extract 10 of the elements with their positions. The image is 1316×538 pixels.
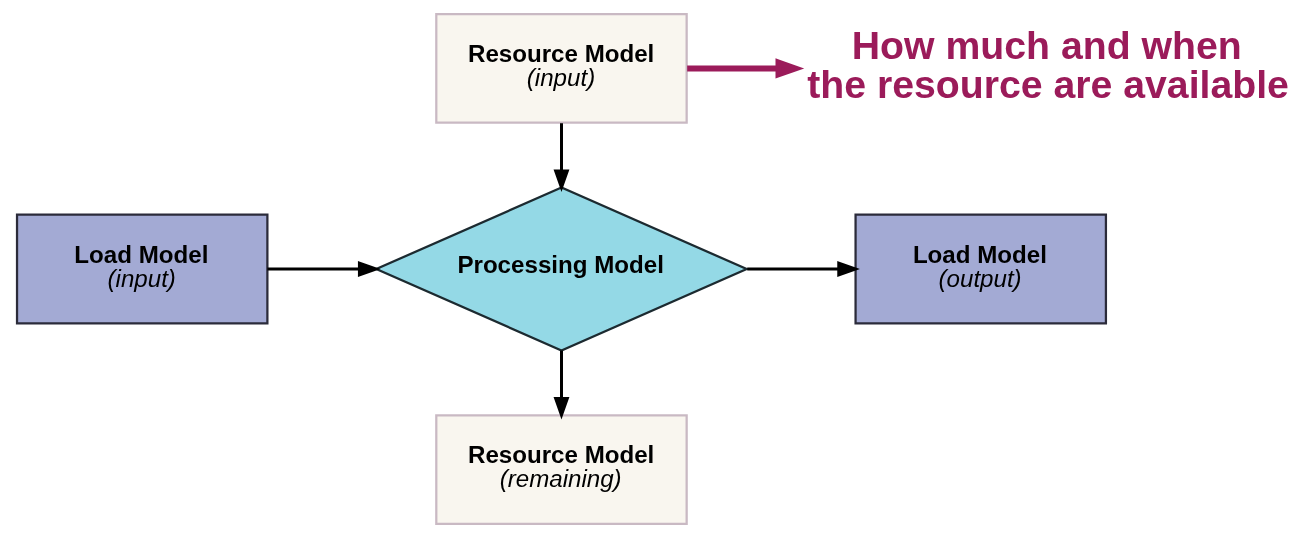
- arrow: [553, 350, 570, 420]
- node-box: Load Model (input): [15, 213, 269, 325]
- node-box: Resource Model (remaining): [435, 414, 688, 525]
- node-box: Load Model (output): [854, 213, 1108, 325]
- arrow: [687, 58, 805, 79]
- node-box: Resource Model (input): [435, 13, 688, 124]
- node-text: How much and when the resource are available: [807, 24, 1289, 107]
- arrow: [553, 123, 570, 193]
- arrow: [267, 261, 381, 277]
- arrow: [747, 261, 860, 277]
